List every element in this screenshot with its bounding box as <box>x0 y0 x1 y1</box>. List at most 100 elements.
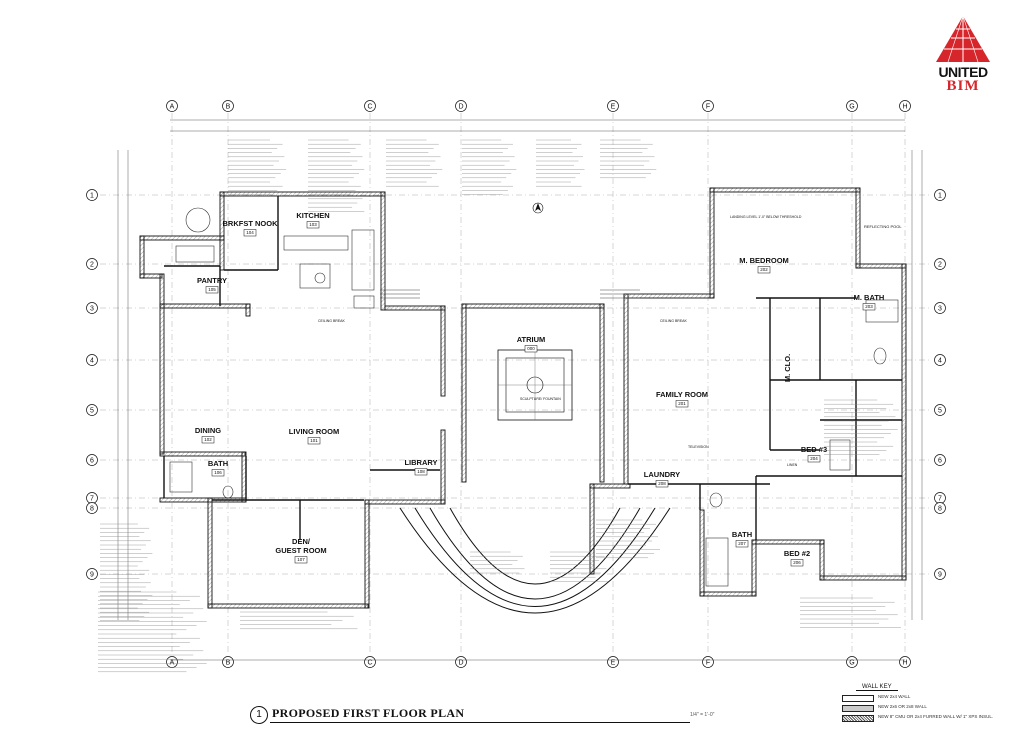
grid-bubble-F: F <box>702 100 714 112</box>
wall-key-row: NEW 2x6 OR 2x8 WALL <box>842 704 960 712</box>
grid-bubble-A: A <box>166 100 178 112</box>
reflecting-pool-label: REFLECTING POOL <box>864 224 902 229</box>
room-label: M. BATH 203 <box>854 293 885 311</box>
room-number: 203 <box>865 304 873 309</box>
room-name: LIVING ROOM <box>289 427 339 436</box>
east-interior-walls <box>628 297 902 540</box>
grid-bubble-1: 1 <box>86 189 98 201</box>
wall-key-swatch <box>842 705 874 712</box>
room-number: 208 <box>658 481 666 486</box>
brand-name-line2: BIM <box>946 78 980 94</box>
room-name: M. BEDROOM <box>739 256 789 265</box>
room-label: KITCHEN 103 <box>296 211 330 229</box>
grid-bubble-D: D <box>455 656 467 668</box>
svg-text:A: A <box>170 660 175 667</box>
svg-text:7: 7 <box>90 496 94 503</box>
wall-key-row: NEW 2x4 WALL <box>842 694 960 702</box>
brand-logo: UNITED BIM <box>926 14 1000 94</box>
grid-bubble-9: 9 <box>934 568 946 580</box>
svg-text:E: E <box>611 660 616 667</box>
grid-bubble-3: 3 <box>86 302 98 314</box>
svg-text:6: 6 <box>90 458 94 465</box>
pyramid-logo-icon <box>936 15 990 63</box>
svg-text:B: B <box>226 660 231 667</box>
grid-bubble-H: H <box>899 656 911 668</box>
room-number: 105 <box>208 287 216 292</box>
west-wing-walls <box>139 191 446 609</box>
svg-text:E: E <box>611 104 616 111</box>
note-blocks <box>98 139 901 672</box>
svg-text:9: 9 <box>90 572 94 579</box>
grid-bubble-5: 5 <box>934 404 946 416</box>
grid-bubble-4: 4 <box>934 354 946 366</box>
grid-bubble-F: F <box>702 656 714 668</box>
svg-text:5: 5 <box>938 408 942 415</box>
svg-text:9: 9 <box>938 572 942 579</box>
plan-scale: 1/4" = 1'-0" <box>690 712 715 718</box>
grid-bubble-D: D <box>455 100 467 112</box>
svg-text:C: C <box>367 104 372 111</box>
room-number: 204 <box>810 456 818 461</box>
room-label: DEN/ <box>292 537 311 546</box>
wall-key: WALL KEY NEW 2x4 WALL NEW 2x6 OR 2x8 WAL… <box>842 684 993 726</box>
room-name: FAMILY ROOM <box>656 390 708 399</box>
room-number: 103 <box>309 222 317 227</box>
grid-bubble-2: 2 <box>934 258 946 270</box>
room-number: 207 <box>738 541 746 546</box>
bath-fixtures <box>169 299 899 587</box>
plan-title-underline <box>270 722 690 723</box>
landing-label: LANDING LEVEL 1'-0" BELOW THRESHOLD <box>730 215 802 219</box>
grid-bubble-5: 5 <box>86 404 98 416</box>
svg-text:C: C <box>367 660 372 667</box>
grid-bubble-7: 7 <box>934 492 946 504</box>
room-number: 000 <box>527 346 535 351</box>
room-name: M. BATH <box>854 293 885 302</box>
grid-bubble-C: C <box>364 656 376 668</box>
grid-bubble-9: 9 <box>86 568 98 580</box>
grid-bubble-E: E <box>607 656 619 668</box>
room-name: BED #3 <box>801 445 827 454</box>
grid-bubble-2: 2 <box>86 258 98 270</box>
grid-rows <box>100 194 930 575</box>
kitchen-fixtures <box>175 207 375 309</box>
svg-text:A: A <box>170 104 175 111</box>
wall-key-title: WALL KEY <box>856 684 898 691</box>
north-arrow-icon <box>532 202 544 214</box>
svg-text:8: 8 <box>938 506 942 513</box>
plan-title-text: PROPOSED FIRST FLOOR PLAN <box>272 706 465 720</box>
grid-bubble-3: 3 <box>934 302 946 314</box>
wall-key-swatch <box>842 715 874 722</box>
room-name: DEN/ <box>292 537 311 546</box>
sculpture-label: SCULPTURE/ FOUNTAIN <box>520 397 561 401</box>
svg-text:3: 3 <box>938 306 942 313</box>
svg-text:4: 4 <box>90 358 94 365</box>
room-label: M. CLO. <box>783 354 792 382</box>
room-name: LIBRARY <box>404 458 437 467</box>
room-number: 104 <box>246 230 254 235</box>
grid-bubble-A: A <box>166 656 178 668</box>
steps <box>380 289 640 299</box>
svg-text:1: 1 <box>938 193 942 200</box>
room-name: KITCHEN <box>296 211 329 220</box>
grid-bubble-B: B <box>222 656 234 668</box>
svg-text:F: F <box>706 104 710 111</box>
grid-bubble-C: C <box>364 100 376 112</box>
dimension-lines <box>117 119 923 661</box>
room-number: 102 <box>204 437 212 442</box>
atrium <box>461 303 605 483</box>
grid-bubble-6: 6 <box>86 454 98 466</box>
room-labels: KITCHEN 103 BRKFST NOOK104PANTRY105DINING1… <box>195 211 885 567</box>
room-number: 206 <box>793 560 801 565</box>
grid-bubble-H: H <box>899 100 911 112</box>
room-number: 106 <box>214 470 222 475</box>
